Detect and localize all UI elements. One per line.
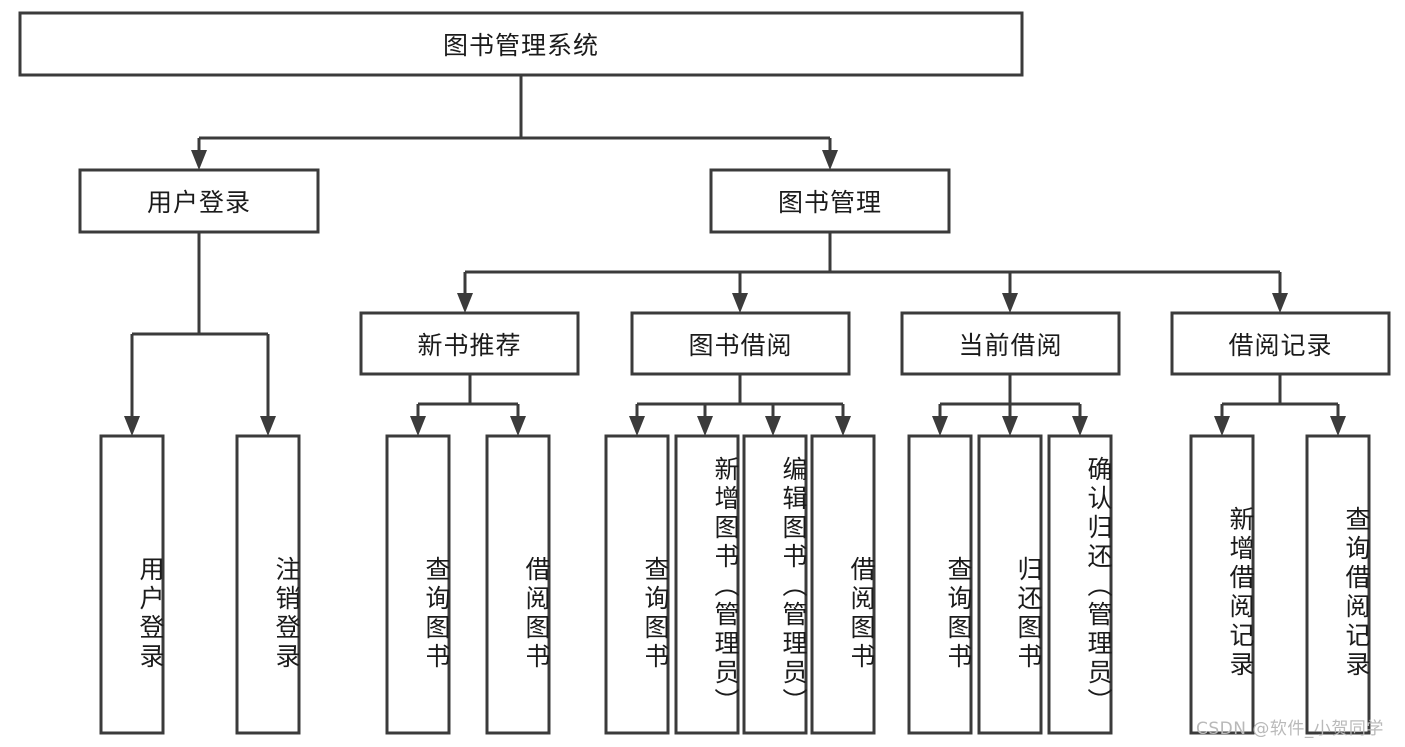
- node-box-root[interactable]: [18, 11, 1024, 77]
- node-box-leaf-logout[interactable]: [235, 434, 301, 735]
- csdn-watermark: CSDN @软件_小贺同学: [1196, 719, 1384, 739]
- arrow-newbook-leaf2-icon: [510, 416, 526, 436]
- node-box-leaf-borrow-book-1[interactable]: [485, 434, 551, 735]
- arrow-userlogin-leaf2-icon: [260, 416, 276, 436]
- arrow-bookborrow-leaf3-icon: [765, 416, 781, 436]
- node-box-leaf-add-book[interactable]: [674, 434, 740, 735]
- arrow-bookborrow-leaf2-icon: [697, 416, 713, 436]
- arrow-currentborrow-leaf1-icon: [932, 416, 948, 436]
- arrow-root-to-book-management-icon: [822, 150, 838, 170]
- node-box-leaf-borrow-book-2[interactable]: [810, 434, 876, 735]
- edges-group: [124, 76, 1346, 436]
- node-box-current-borrow[interactable]: [900, 311, 1121, 376]
- node-box-leaf-edit-book[interactable]: [742, 434, 808, 735]
- arrow-bookmgmt-borrowrecord-icon: [1272, 293, 1288, 313]
- node-box-user-login[interactable]: [78, 168, 320, 234]
- arrow-userlogin-leaf1-icon: [124, 416, 140, 436]
- node-box-leaf-query-record[interactable]: [1305, 434, 1371, 735]
- arrow-bookmgmt-bookborrow-icon: [732, 293, 748, 313]
- node-box-leaf-query-book-2[interactable]: [604, 434, 670, 735]
- arrow-currentborrow-leaf3-icon: [1072, 416, 1088, 436]
- node-box-leaf-user-login[interactable]: [99, 434, 165, 735]
- arrow-bookmgmt-newbook-icon: [457, 293, 473, 313]
- arrow-newbook-leaf1-icon: [410, 416, 426, 436]
- node-box-leaf-confirm-return[interactable]: [1047, 434, 1113, 735]
- node-box-new-book-recommend[interactable]: [359, 311, 580, 376]
- node-box-borrow-record[interactable]: [1170, 311, 1391, 376]
- arrow-root-to-user-login-icon: [191, 150, 207, 170]
- arrow-bookmgmt-currentborrow-icon: [1002, 293, 1018, 313]
- node-box-book-management[interactable]: [709, 168, 951, 234]
- boxes-group: [18, 11, 1391, 735]
- arrow-bookborrow-leaf4-icon: [835, 416, 851, 436]
- node-box-book-borrow[interactable]: [630, 311, 851, 376]
- arrow-bookborrow-leaf1-icon: [629, 416, 645, 436]
- node-box-leaf-return-book[interactable]: [977, 434, 1043, 735]
- arrow-currentborrow-leaf2-icon: [1002, 416, 1018, 436]
- node-box-leaf-query-book-1[interactable]: [385, 434, 451, 735]
- node-box-leaf-query-book-3[interactable]: [907, 434, 973, 735]
- arrow-borrowrecord-leaf1-icon: [1214, 416, 1230, 436]
- arrow-borrowrecord-leaf2-icon: [1330, 416, 1346, 436]
- node-box-leaf-add-record[interactable]: [1189, 434, 1255, 735]
